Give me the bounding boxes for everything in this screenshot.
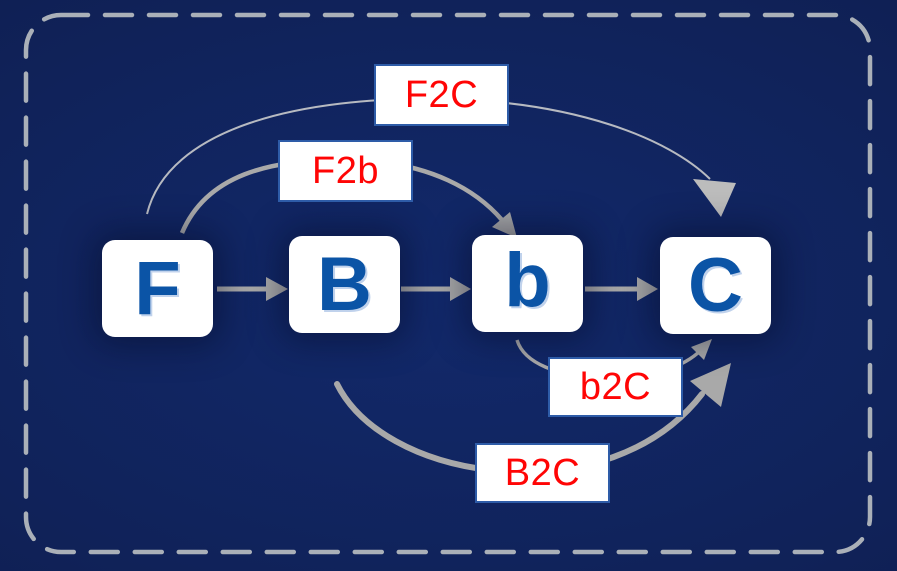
edge-smallb-to-c-arrow: [585, 277, 658, 301]
node-B-letter: B: [317, 241, 372, 327]
node-F: F: [102, 240, 213, 337]
node-C: C: [660, 237, 771, 334]
edge-label-F2b: F2b: [278, 140, 413, 202]
edge-b2c-arrowhead: [691, 339, 712, 360]
dashed-frame: [23, 12, 873, 555]
edge-label-B2C: B2C: [475, 443, 610, 503]
node-b-letter: b: [504, 237, 551, 323]
node-C-letter: C: [688, 242, 743, 328]
node-b: b: [472, 235, 583, 332]
edge-label-b2C: b2C: [548, 357, 683, 417]
node-F-letter: F: [134, 245, 181, 331]
edge-label-F2C: F2C: [374, 64, 509, 126]
edge-f2c-arrowhead: [693, 179, 736, 217]
edge-b-to-smallb-arrow: [401, 277, 471, 301]
node-B: B: [289, 236, 400, 333]
edge-f2b-arrowhead: [492, 212, 517, 238]
edge-B2C-arrowhead: [690, 363, 731, 407]
edge-f-to-b-arrow: [217, 277, 288, 301]
